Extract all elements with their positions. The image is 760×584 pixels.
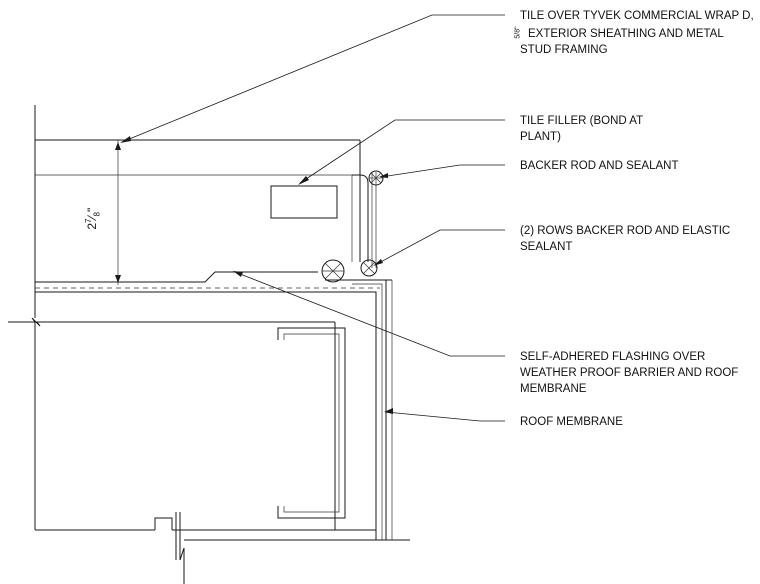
label-tile-wrap-fraction: 5/8" — [514, 26, 522, 39]
label-flashing: SELF-ADHERED FLASHING OVER WEATHER PROOF… — [520, 351, 739, 395]
base-elements — [154, 512, 410, 584]
leader-lines — [120, 14, 505, 422]
dimension-line — [115, 142, 121, 283]
framing-box — [34, 321, 336, 531]
label-tile-wrap-line1: TILE OVER TYVEK COMMERCIAL WRAP D, — [520, 10, 754, 22]
label-tile-wrap-line2: EXTERIOR SHEATHING AND METAL — [528, 28, 724, 40]
dimension-text: 27⁄8" — [84, 207, 102, 230]
label-tile-wrap-line3: STUD FRAMING — [520, 44, 608, 56]
break-line-left — [8, 317, 45, 327]
metal-stud — [277, 327, 346, 519]
label-tile-filler: TILE FILLER (BOND AT PLANT) — [520, 115, 644, 143]
backer-rods-bottom — [321, 259, 378, 283]
label-backer-rod: BACKER ROD AND SEALANT — [520, 160, 679, 172]
backer-rod-top — [368, 170, 384, 186]
sealant-joint — [352, 172, 377, 268]
tile-wall — [34, 105, 361, 318]
label-rows-backer-rod: (2) ROWS BACKER ROD AND ELASTIC SEALANT — [520, 225, 731, 253]
label-roof-membrane: ROOF MEMBRANE — [520, 416, 623, 428]
tile-filler-block — [270, 185, 338, 219]
